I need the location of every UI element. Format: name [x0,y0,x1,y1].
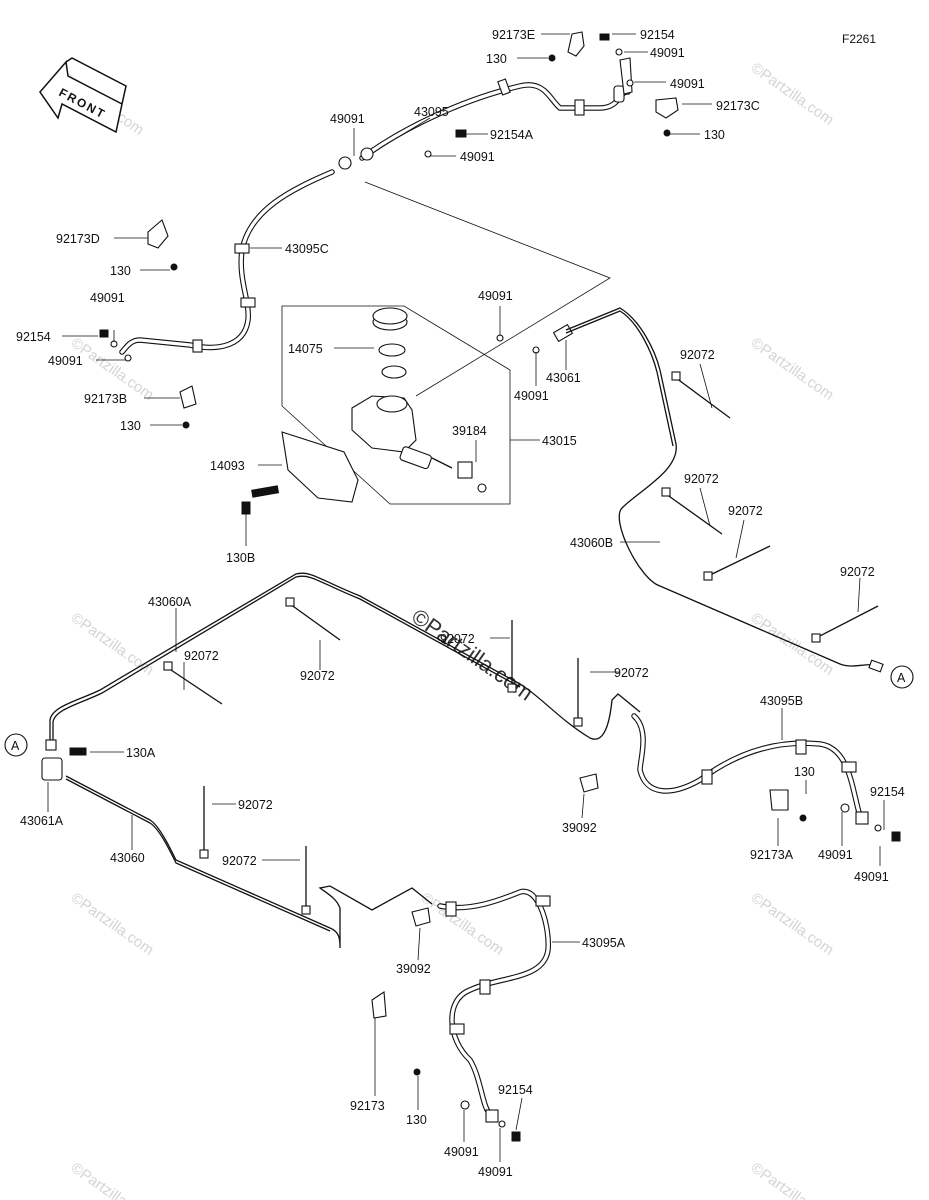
junction-43061A [41,757,63,781]
label-130: 130 [486,52,507,66]
hose-43095 [359,57,633,161]
part-labels: 92173E 92154 130 49091 49091 92173C 130 … [16,28,905,1179]
callout-a-left [4,733,28,757]
hose-43095A [437,888,551,1123]
label-49091: 49091 [444,1145,479,1159]
master-cylinder-group-outline [281,305,511,505]
master-cylinder-14075-43015 [351,307,487,493]
label-92072: 92072 [728,504,763,518]
label-49091: 49091 [650,46,685,60]
watermark-text: ©Partzilla.com [68,889,157,959]
label-49091: 49091 [670,77,705,91]
clamp-92173E [567,31,585,57]
callout-a-label: A [897,671,906,685]
hose-43095B [631,713,869,825]
watermark-text: ©Partzilla.com [68,1159,157,1200]
label-14093: 14093 [210,459,245,473]
clip-39092-right [579,773,599,793]
clamp-92173C [655,97,679,119]
label-92173: 92173 [350,1099,385,1113]
label-92173C: 92173C [716,99,760,113]
callout-a-label-left: A [11,739,20,753]
label-92072: 92072 [440,632,475,646]
label-43060B: 43060B [570,536,613,550]
clamp-92173A [769,789,789,811]
watermark-layer: ©Partzilla.com ©Partzilla.com ©Partzilla… [58,59,837,1200]
label-130A: 130A [126,746,156,760]
label-49091: 49091 [854,870,889,884]
callout-a-right [890,665,914,689]
cable-ties [163,371,879,915]
watermark-text: ©Partzilla.com [748,889,837,959]
label-92072: 92072 [680,348,715,362]
watermark-text: ©Partzilla.com [748,334,837,404]
label-92072: 92072 [840,565,875,579]
label-92173D: 92173D [56,232,100,246]
label-92072: 92072 [684,472,719,486]
label-130B: 130B [226,551,255,565]
pipe-43060 [65,775,433,949]
label-49091: 49091 [478,1165,513,1179]
watermark-text: ©Partzilla.com [748,1159,837,1200]
watermark-center: ©Partzilla.com [407,604,538,706]
watermark-text: ©Partzilla.com [748,609,837,679]
label-130: 130 [110,264,131,278]
label-92072: 92072 [184,649,219,663]
label-130: 130 [120,419,141,433]
hose-43095C [119,147,374,355]
label-39092: 39092 [562,821,597,835]
label-92072: 92072 [222,854,257,868]
label-130: 130 [406,1113,427,1127]
label-43060A: 43060A [148,595,192,609]
label-92173A: 92173A [750,848,794,862]
label-43095C: 43095C [285,242,329,256]
label-49091: 49091 [514,389,549,403]
label-92072: 92072 [614,666,649,680]
pipe-43060B [565,307,879,669]
clamp-92173 [371,991,387,1019]
pipe-43060A [49,572,641,740]
label-92173B: 92173B [84,392,127,406]
label-49091: 49091 [90,291,125,305]
label-43061: 43061 [546,371,581,385]
label-49091: 49091 [330,112,365,126]
label-49091: 49091 [48,354,83,368]
bolt-92154A [455,129,467,138]
label-43095A: 43095A [582,936,626,950]
label-130: 130 [704,128,725,142]
label-92154: 92154 [498,1083,533,1097]
label-43095B: 43095B [760,694,803,708]
label-92154: 92154 [16,330,51,344]
label-49091: 49091 [478,289,513,303]
label-92173E: 92173E [492,28,535,42]
heat-shield-14093 [281,431,359,503]
label-92154: 92154 [870,785,905,799]
label-43060: 43060 [110,851,145,865]
watermark-text: ©Partzilla.com [748,59,837,129]
label-43095: 43095 [414,105,449,119]
label-39092: 39092 [396,962,431,976]
clamp-92173B [179,385,197,409]
label-92154: 92154 [640,28,675,42]
clamp-92173D [147,219,169,249]
label-92072: 92072 [238,798,273,812]
label-130: 130 [794,765,815,779]
clip-39092-bottom [411,907,431,927]
leader-lines [47,33,885,1162]
label-49091: 49091 [460,150,495,164]
label-43061A: 43061A [20,814,64,828]
label-14075: 14075 [288,342,323,356]
bolt-130-topright [663,129,671,137]
front-arrow-icon: FRONT [39,57,127,134]
label-92154A: 92154A [490,128,534,142]
bolt-130-top [548,54,556,62]
label-43015: 43015 [542,434,577,448]
bolt-92154-top [599,33,610,41]
label-92072: 92072 [300,669,335,683]
label-39184: 39184 [452,424,487,438]
label-49091: 49091 [818,848,853,862]
figure-code: F2261 [842,32,876,46]
